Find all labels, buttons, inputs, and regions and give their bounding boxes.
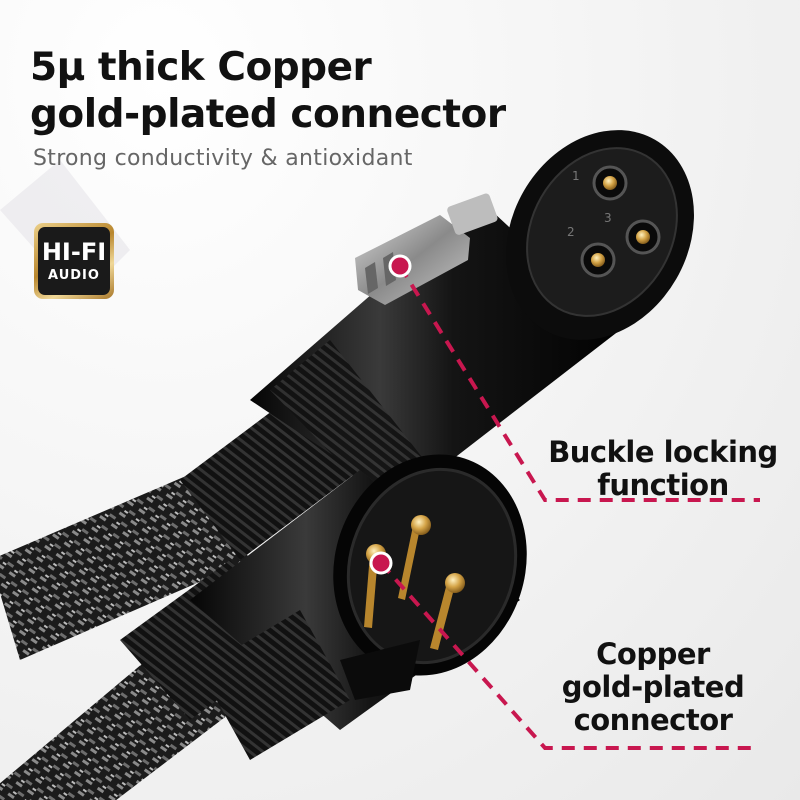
subheadline: Strong conductivity & antioxidant <box>33 146 413 171</box>
pin-label-1: 1 <box>572 169 580 183</box>
badge-top-text: HI-FI <box>41 238 107 266</box>
callout-1-line-2: function <box>597 468 729 502</box>
female-xlr-connector: 1 2 3 <box>180 130 694 560</box>
callout-leader-connector <box>369 551 752 750</box>
hifi-audio-badge: HI-FI AUDIO <box>34 223 114 299</box>
callout-2-line-3: connector <box>573 703 733 737</box>
gold-pins <box>364 515 465 650</box>
callout-2-line-2: gold-plated <box>561 670 745 704</box>
callout-leader-buckle <box>388 254 760 502</box>
callout-2-line-1: Copper <box>596 637 710 671</box>
male-xlr-connector <box>120 454 527 760</box>
pin-label-3: 3 <box>604 211 612 225</box>
marker-dot <box>388 254 412 278</box>
headline: 5μ thick Copper gold-plated connector <box>30 44 506 138</box>
headline-line-1: 5μ thick Copper <box>30 45 372 90</box>
pin-label-2: 2 <box>567 225 575 239</box>
headline-line-2: gold-plated connector <box>30 92 506 137</box>
callout-buckle-locking: Buckle locking function <box>548 436 778 502</box>
badge-bottom-text: AUDIO <box>48 268 100 283</box>
marker-dot <box>369 551 393 575</box>
callout-1-line-1: Buckle locking <box>548 435 778 469</box>
locking-latch <box>355 193 498 305</box>
upper-cable-braid <box>0 470 250 660</box>
callout-gold-plated-connector: Copper gold-plated connector <box>560 638 746 737</box>
